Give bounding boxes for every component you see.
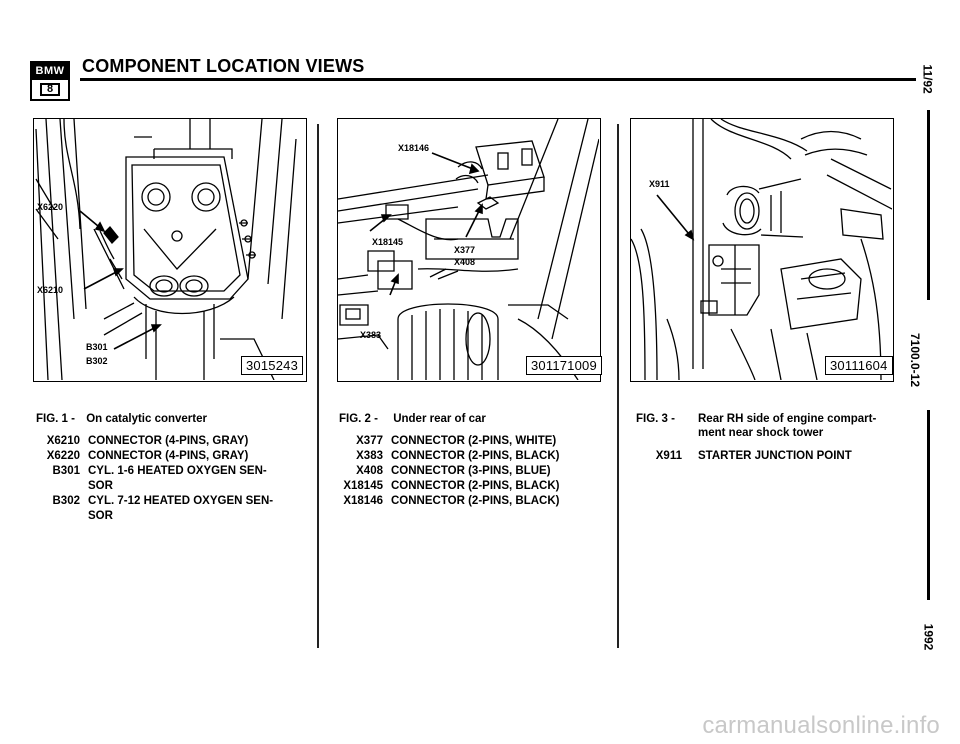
figure-3-caption: FIG. 3 - Rear RH side of engine compart-… xyxy=(636,412,896,440)
logo-top-text: BMW xyxy=(32,63,68,80)
callout-x6210: X6210 xyxy=(37,285,63,295)
side-date: 11/92 xyxy=(920,64,935,94)
page-title: COMPONENT LOCATION VIEWS xyxy=(82,56,365,76)
figure-1-label: FIG. 1 - xyxy=(36,413,75,425)
rear-undercar-drawing: X18146 X18145 X377 X408 X383 xyxy=(338,119,599,380)
figure-1-number: 3015243 xyxy=(241,356,304,375)
callout-x18145: X18145 xyxy=(372,237,403,247)
bmw-8-logo: BMW 8 xyxy=(30,61,70,101)
callout-x408: X408 xyxy=(454,257,475,267)
callout-x377: X377 xyxy=(454,245,475,255)
side-year: 1992 xyxy=(921,623,936,651)
callout-x911: X911 xyxy=(649,179,670,189)
engine-compartment-drawing: X911 xyxy=(631,119,892,380)
callout-x383: X383 xyxy=(360,330,381,340)
callout-b301: B301 xyxy=(86,342,108,352)
figure-2-caption: FIG. 2 - Under rear of car xyxy=(339,412,486,426)
figure-3-title: Rear RH side of engine compart- xyxy=(698,413,877,425)
side-rule-top xyxy=(927,110,930,300)
watermark: carmanualsonline.info xyxy=(702,712,940,739)
figure-1-image: X6220 X6210 B301 B302 xyxy=(33,118,307,382)
callout-b302: B302 xyxy=(86,356,108,366)
column-divider-2 xyxy=(617,124,619,648)
figure-2-image: X18146 X18145 X377 X408 X383 xyxy=(337,118,601,382)
callout-x6220: X6220 xyxy=(37,202,63,212)
figure-3-image: X911 xyxy=(630,118,894,382)
header-rule xyxy=(80,78,916,81)
catalytic-converter-drawing: X6220 X6210 B301 B302 xyxy=(35,119,297,380)
list-item-continuation: SOR xyxy=(88,510,113,522)
figure-1-caption: FIG. 1 - On catalytic converter xyxy=(36,412,207,426)
figure-2-label: FIG. 2 - xyxy=(339,413,378,425)
logo-bottom-text: 8 xyxy=(40,83,60,96)
column-divider-1 xyxy=(317,124,319,648)
side-page-number: 7100.0-12 xyxy=(908,332,923,388)
figure-1-title: On catalytic converter xyxy=(86,413,207,425)
figure-3-label: FIG. 3 - xyxy=(636,413,675,425)
figure-3-number: 30111604 xyxy=(825,356,893,375)
figure-2-number: 301171009 xyxy=(526,356,602,375)
figure-2-title: Under rear of car xyxy=(393,413,486,425)
list-item-continuation: SOR xyxy=(88,480,113,492)
figure-3-title-continued: ment near shock tower xyxy=(698,427,824,439)
callout-x18146: X18146 xyxy=(398,143,429,153)
side-rule-bottom xyxy=(927,410,930,600)
